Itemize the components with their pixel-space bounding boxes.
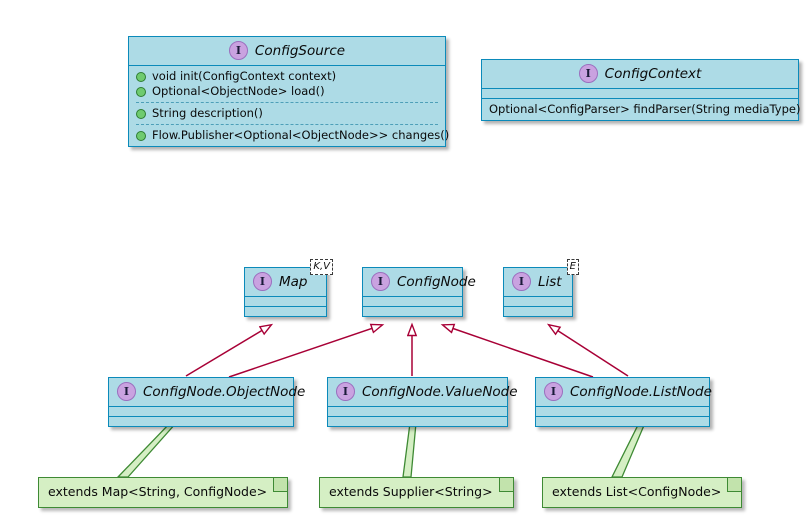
class-header-config-source: I ConfigSource [129, 37, 445, 65]
note-text: extends Supplier<String> [329, 484, 493, 499]
compartment-divider [363, 306, 462, 307]
class-members-config-context: Optional<ConfigParser> findParser(String… [482, 99, 800, 120]
class-name-list: List [538, 273, 562, 290]
edge-listnode-to-confignode [443, 325, 594, 378]
member-row: Flow.Publisher<Optional<ObjectNode>> cha… [136, 128, 449, 143]
note-link-listnode [610, 422, 646, 478]
note-list-node[interactable]: extends List<ConfigNode> [542, 477, 743, 508]
member-label: Optional<ObjectNode> load() [152, 84, 325, 98]
member-label: void init(ConfigContext context) [152, 69, 337, 83]
note-link-objectnode [116, 422, 178, 478]
compartment-divider [504, 306, 572, 307]
compartment-divider [245, 296, 326, 297]
class-box-config-source[interactable]: I ConfigSource void init(ConfigContext c… [128, 36, 449, 147]
class-attributes-list-node [536, 407, 709, 416]
class-methods-object-node [109, 417, 293, 426]
note-fold-corner-icon [498, 478, 513, 492]
class-name-object-node: ConfigNode.ObjectNode [143, 383, 306, 400]
compartment-divider [504, 296, 572, 297]
class-attributes-map [245, 297, 326, 306]
interface-icon: I [371, 272, 390, 291]
note-fold-corner-icon [727, 478, 742, 492]
class-header-map: I Map K,V [245, 259, 333, 296]
member-row: Optional<ConfigParser> findParser(String… [489, 102, 800, 117]
member-label: Flow.Publisher<Optional<ObjectNode>> cha… [152, 128, 450, 142]
compartment-divider [328, 406, 507, 407]
note-value-node[interactable]: extends Supplier<String> [319, 477, 514, 508]
class-header-config-context: I ConfigContext [482, 60, 798, 88]
class-box-config-context[interactable]: I ConfigContext Optional<ConfigParser> f… [481, 59, 800, 121]
compartment-divider [482, 88, 798, 89]
member-group-divider [136, 102, 438, 103]
class-name-config-context: ConfigContext [604, 65, 702, 82]
member-label: Optional<ConfigParser> findParser(String… [489, 102, 801, 116]
class-box-object-node[interactable]: I ConfigNode.ObjectNode [108, 377, 305, 427]
class-attributes-config-context [482, 89, 798, 98]
note-link-valuenode [402, 422, 417, 478]
note-text: extends List<ConfigNode> [552, 484, 722, 499]
class-attributes-list [504, 297, 572, 306]
interface-icon: I [117, 382, 136, 401]
compartment-divider [109, 406, 293, 407]
member-label: String description() [152, 106, 263, 120]
compartment-divider [363, 296, 462, 297]
class-attributes-value-node [328, 407, 507, 416]
compartment-divider [129, 65, 445, 66]
class-box-config-node[interactable]: I ConfigNode [362, 267, 476, 317]
member-row: Optional<ObjectNode> load() [136, 84, 438, 99]
class-name-config-node: ConfigNode [397, 273, 476, 290]
class-box-map[interactable]: I Map K,V [244, 259, 333, 317]
class-header-list: I List E [504, 259, 579, 296]
interface-icon: I [228, 41, 248, 60]
interface-icon: I [253, 272, 272, 291]
note-fold-corner-icon [273, 478, 288, 492]
class-methods-map [245, 307, 326, 316]
public-visibility-icon [136, 108, 146, 119]
generic-parameters-badge: K,V [310, 259, 333, 275]
edge-listnode-to-list [549, 325, 629, 377]
class-name-list-node: ConfigNode.ListNode [570, 383, 712, 400]
class-methods-list-node [536, 417, 709, 426]
interface-icon: I [544, 382, 563, 401]
compartment-divider [245, 306, 326, 307]
class-header-list-node: I ConfigNode.ListNode [536, 378, 712, 406]
class-box-list[interactable]: I List E [503, 259, 579, 317]
public-visibility-icon [136, 86, 146, 97]
class-attributes-object-node [109, 407, 293, 416]
class-attributes-config-node [363, 297, 462, 306]
class-methods-value-node [328, 417, 507, 426]
member-row: String description() [136, 106, 438, 121]
class-name-config-source: ConfigSource [254, 42, 346, 59]
class-name-map: Map [279, 273, 308, 290]
class-box-value-node[interactable]: I ConfigNode.ValueNode [327, 377, 518, 427]
note-text: extends Map<String, ConfigNode> [48, 484, 268, 499]
interface-icon: I [578, 64, 598, 83]
interface-icon: I [512, 272, 531, 291]
compartment-divider [328, 416, 507, 417]
class-header-config-node: I ConfigNode [363, 268, 476, 296]
compartment-divider [536, 416, 709, 417]
interface-icon: I [336, 382, 355, 401]
note-object-node[interactable]: extends Map<String, ConfigNode> [38, 477, 289, 508]
class-header-value-node: I ConfigNode.ValueNode [328, 378, 518, 406]
class-methods-config-node [363, 307, 462, 316]
class-members-config-source: void init(ConfigContext context) Optiona… [129, 66, 449, 146]
class-box-list-node[interactable]: I ConfigNode.ListNode [535, 377, 712, 427]
generic-parameters-badge: E [566, 259, 579, 275]
member-row: void init(ConfigContext context) [136, 69, 438, 84]
public-visibility-icon [136, 71, 146, 82]
member-group-divider [136, 124, 438, 125]
compartment-divider [482, 98, 798, 99]
edge-objectnode-to-confignode [228, 325, 382, 378]
compartment-divider [109, 416, 293, 417]
public-visibility-icon [136, 130, 146, 141]
edge-objectnode-to-map [185, 325, 271, 377]
compartment-divider [536, 406, 709, 407]
class-name-value-node: ConfigNode.ValueNode [362, 383, 518, 400]
class-methods-list [504, 307, 572, 316]
class-header-object-node: I ConfigNode.ObjectNode [109, 378, 305, 406]
